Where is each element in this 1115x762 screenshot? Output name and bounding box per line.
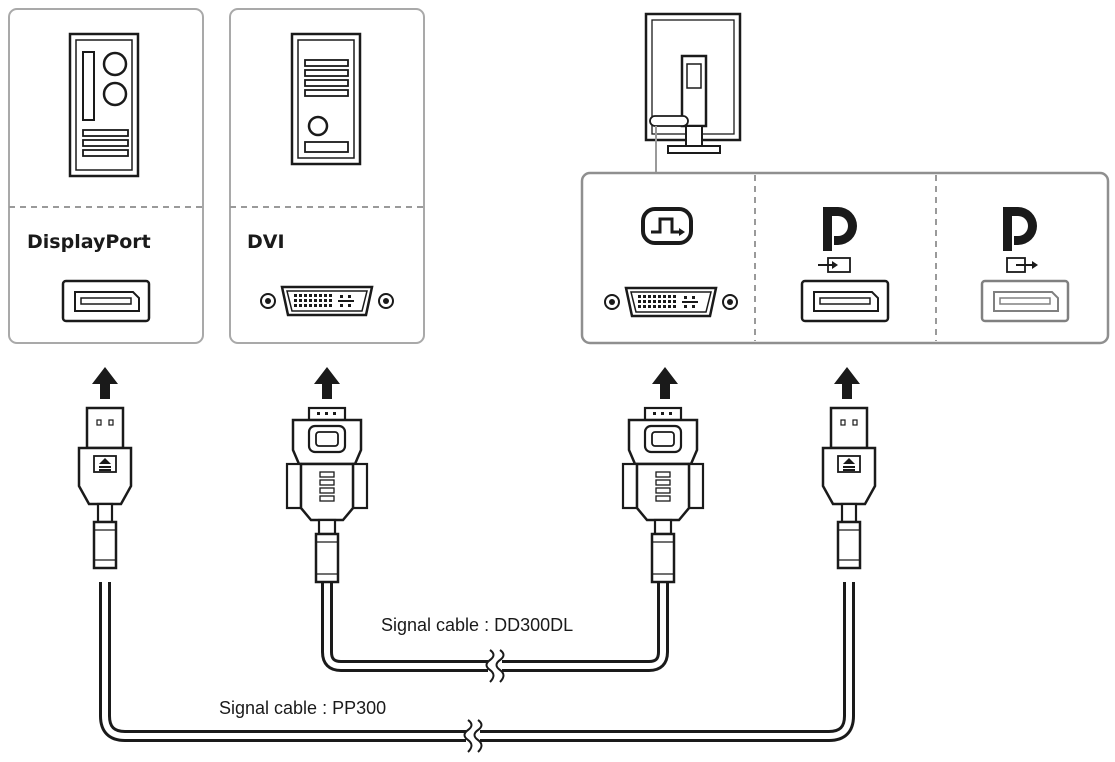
- dvi-source-panel: DVI: [229, 8, 425, 344]
- arrow-up-icon: [834, 367, 860, 399]
- arrow-up-icon: [314, 367, 340, 399]
- displayport-in-icon: [818, 207, 857, 273]
- monitor-port-panel: [580, 171, 1110, 345]
- monitor-displayport-in-port: [800, 279, 890, 323]
- displayport-source-port: [61, 279, 151, 323]
- displayport-source-panel: DisplayPort: [8, 8, 204, 344]
- monitor-displayport-out-port: [980, 279, 1070, 323]
- arrow-up-icon: [92, 367, 118, 399]
- displayport-cable-label: Signal cable : PP300: [219, 698, 386, 718]
- arrow-up-icon: [652, 367, 678, 399]
- displayport-label: DisplayPort: [27, 231, 151, 253]
- displayport-plug-left: [77, 406, 133, 570]
- dvi-plug-left: [285, 406, 369, 584]
- displayport-cable: [99, 582, 855, 753]
- dvi-input-icon: [641, 207, 693, 245]
- dvi-plug-right: [621, 406, 705, 584]
- monitor-rear-icon: [644, 12, 742, 173]
- computer-tower-icon: [290, 32, 362, 166]
- dvi-cable-label: Signal cable : DD300DL: [381, 615, 573, 635]
- displayport-out-icon: [1003, 207, 1038, 273]
- displayport-plug-right: [821, 406, 877, 570]
- dvi-label: DVI: [247, 231, 285, 253]
- computer-tower-icon: [68, 32, 140, 178]
- dvi-cable: [321, 582, 669, 683]
